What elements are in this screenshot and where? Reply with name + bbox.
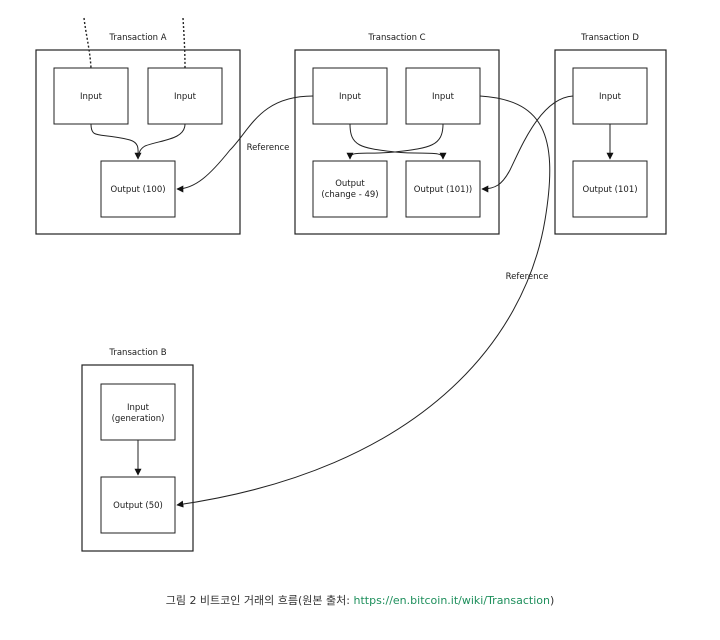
transaction-c-output-101 bbox=[405, 160, 481, 218]
transaction-a-incoming-2 bbox=[182, 17, 186, 69]
transaction-d-frame bbox=[554, 49, 667, 235]
transaction-c-input-2 bbox=[405, 67, 481, 125]
transaction-a-incoming-1 bbox=[83, 17, 92, 69]
transaction-a-input-2 bbox=[147, 67, 223, 125]
transaction-c: Transaction C Input Input Output (change… bbox=[294, 33, 500, 235]
transaction-a-input-1-label: Input bbox=[80, 92, 103, 102]
transaction-c-input-2-label: Input bbox=[432, 92, 455, 102]
transaction-c-input-1-label: Input bbox=[339, 92, 362, 102]
transaction-d-title: Transaction D bbox=[580, 33, 639, 43]
transaction-d-input bbox=[572, 67, 648, 125]
reference-c-to-a bbox=[176, 95, 314, 193]
transaction-a-flow-2 bbox=[137, 123, 186, 160]
transaction-b: Transaction B Input (generation) Output … bbox=[81, 348, 194, 552]
transaction-b-title: Transaction B bbox=[108, 348, 166, 358]
transaction-a-input-2-label: Input bbox=[174, 92, 197, 102]
reference-label-upper: Reference bbox=[247, 143, 290, 153]
transaction-a-output bbox=[100, 160, 176, 218]
transaction-b-output bbox=[100, 476, 176, 534]
transaction-a-frame bbox=[35, 49, 241, 235]
transaction-b-input bbox=[100, 383, 176, 441]
transaction-a: Transaction A Input Input Output (100) bbox=[35, 33, 241, 235]
caption-source-link[interactable]: https://en.bitcoin.it/wiki/Transaction bbox=[353, 594, 550, 607]
reference-c-to-b bbox=[176, 95, 551, 508]
transaction-c-input-1 bbox=[312, 67, 388, 125]
transaction-d-output-label: Output (101) bbox=[582, 185, 637, 195]
transaction-c-flow-2 bbox=[346, 123, 444, 160]
transaction-b-input-label-1: Input bbox=[127, 403, 150, 413]
transaction-d-input-label: Input bbox=[599, 92, 622, 102]
transaction-c-output-change-label-2: (change - 49) bbox=[321, 190, 378, 200]
transaction-c-flow-1 bbox=[349, 123, 447, 160]
caption-suffix: ) bbox=[550, 594, 555, 607]
transaction-c-output-change bbox=[312, 160, 388, 218]
transaction-a-output-label: Output (100) bbox=[110, 185, 165, 195]
transaction-c-title: Transaction C bbox=[367, 33, 425, 43]
figure-caption: 그림 2 비트코인 거래의 흐름(원본 출처: https://en.bitco… bbox=[0, 592, 720, 608]
reference-d-to-c bbox=[481, 95, 574, 193]
reference-label-lower: Reference bbox=[506, 272, 549, 282]
transaction-c-frame bbox=[294, 49, 500, 235]
transaction-b-input-label-2: (generation) bbox=[112, 414, 165, 424]
transaction-b-frame bbox=[81, 364, 194, 552]
transaction-b-output-label: Output (50) bbox=[113, 501, 163, 511]
caption-text: 그림 2 비트코인 거래의 흐름(원본 출처: bbox=[165, 594, 354, 607]
transaction-d: Transaction D Input Output (101) bbox=[554, 33, 667, 235]
transaction-d-output bbox=[572, 160, 648, 218]
transaction-a-flow-1 bbox=[90, 123, 142, 160]
transaction-c-output-change-label-1: Output bbox=[335, 179, 365, 189]
transaction-c-output-101-label: Output (101)) bbox=[414, 185, 472, 195]
transaction-a-title: Transaction A bbox=[108, 33, 166, 43]
